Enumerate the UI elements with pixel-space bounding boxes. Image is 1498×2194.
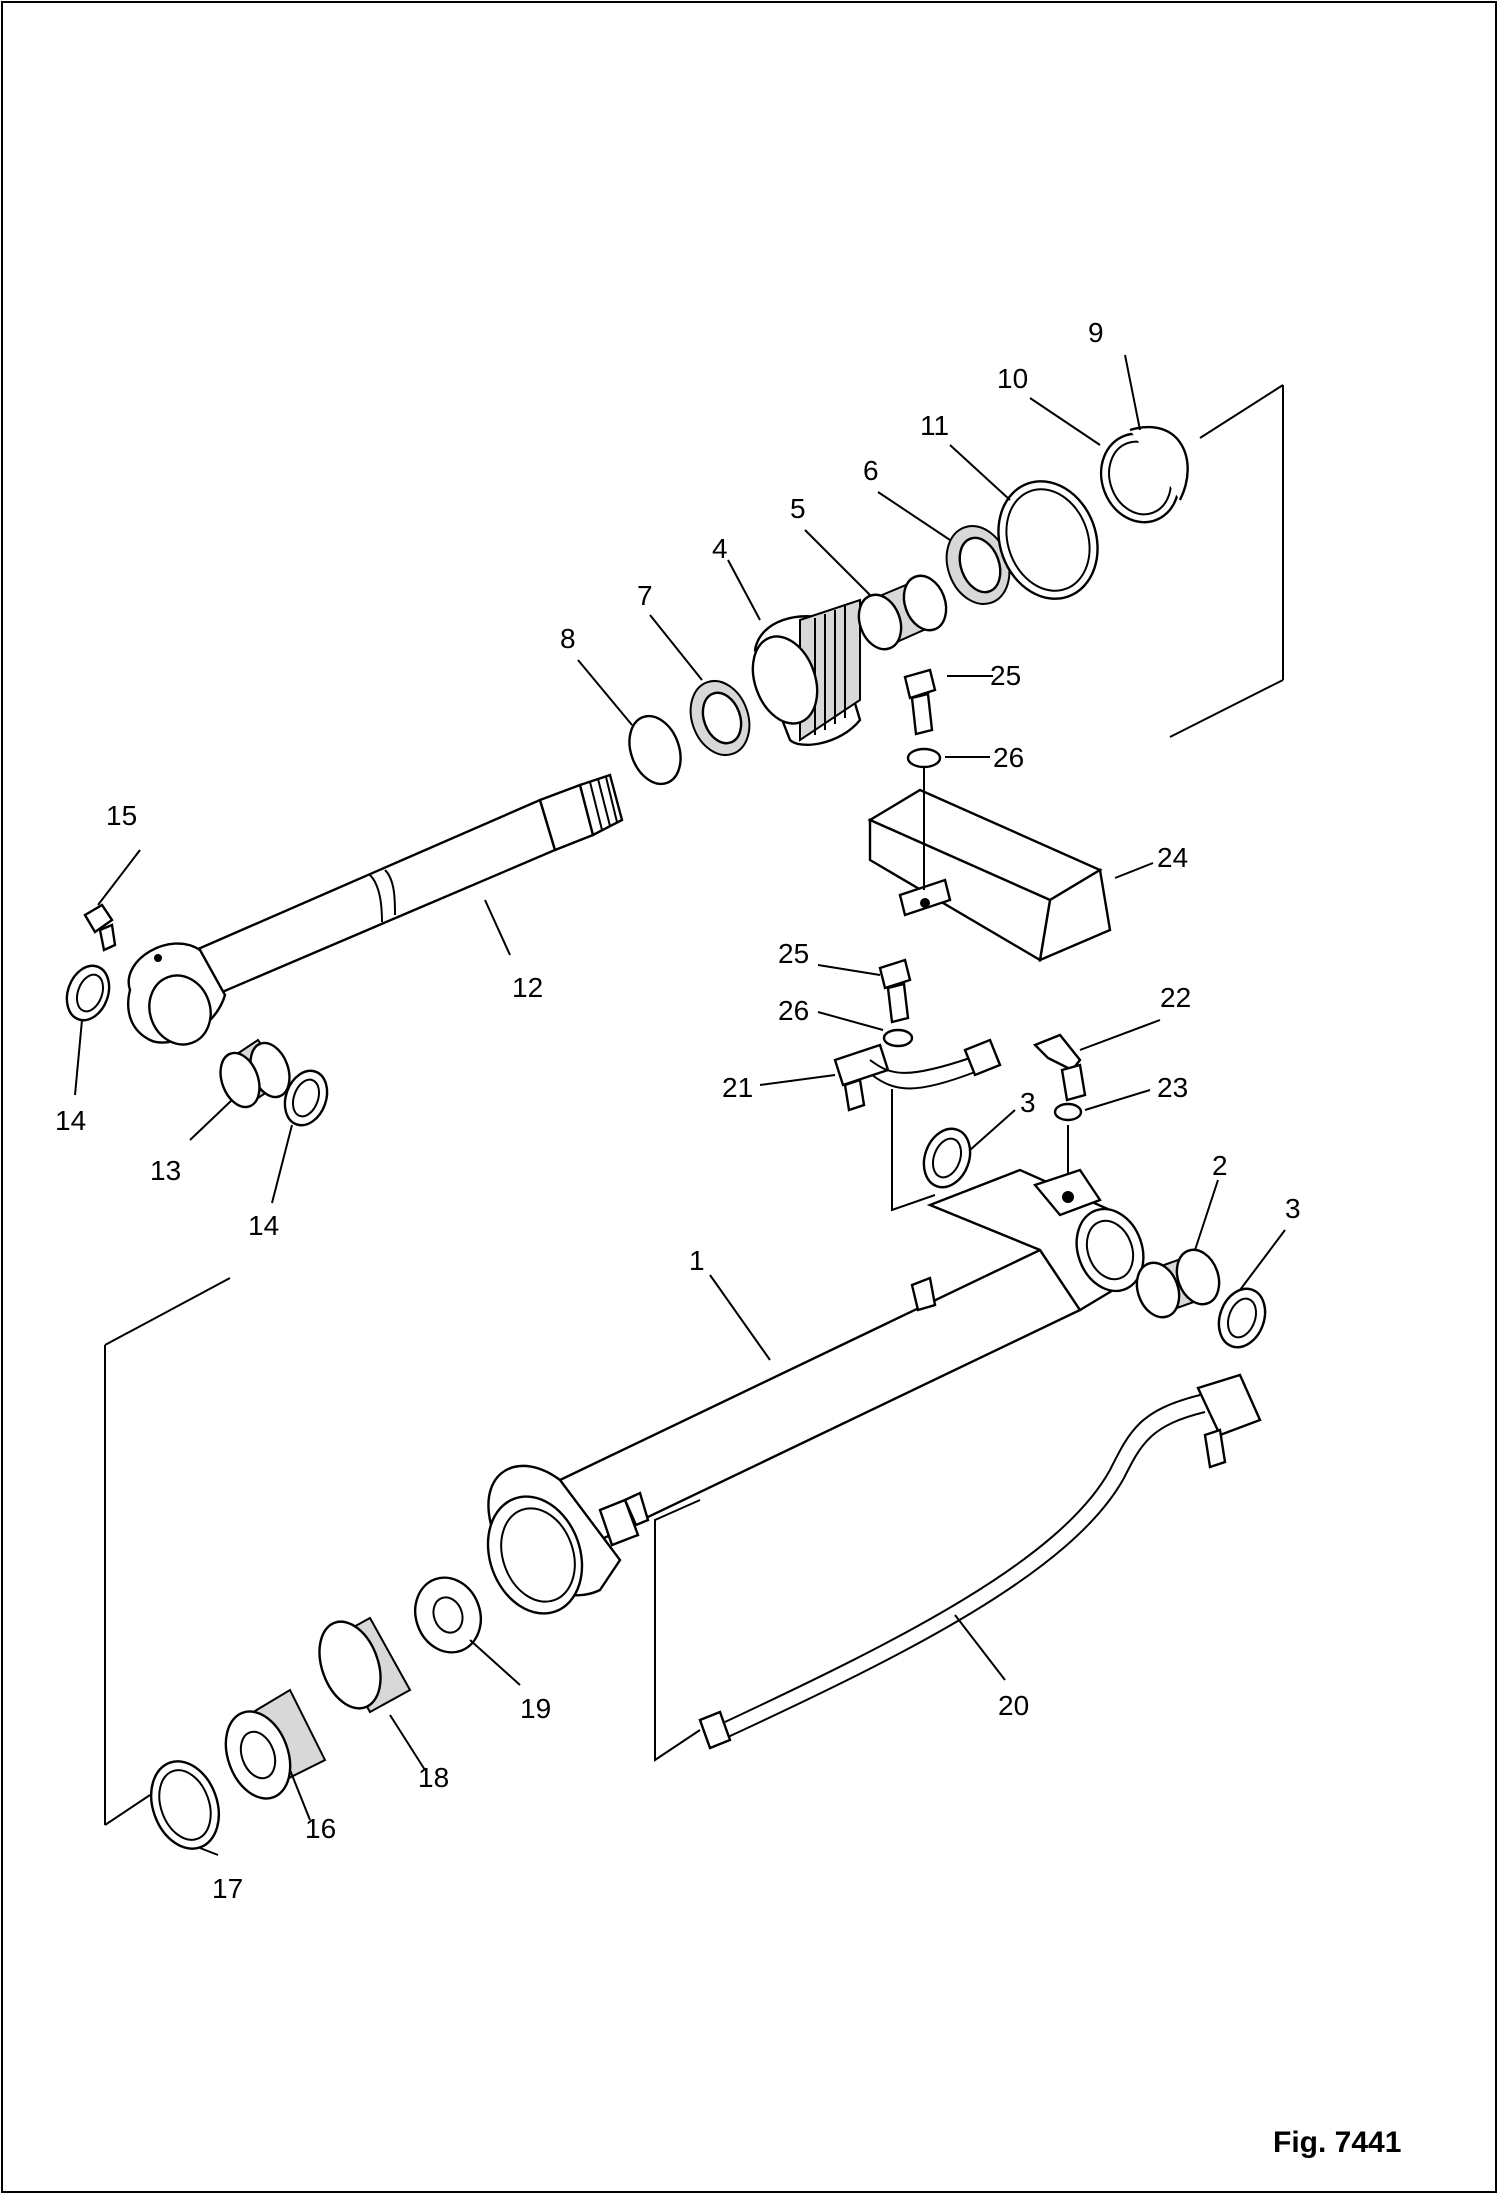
piston-rod-drawing — [127, 773, 624, 1046]
callout-18: 18 — [418, 1762, 449, 1793]
bushing-2-drawing — [1135, 1248, 1221, 1319]
assembly-connector-lines — [891, 1089, 936, 1212]
wear-ring-18-drawing — [318, 1616, 412, 1714]
figure-caption: Fig. 7441 — [1273, 2126, 1401, 2159]
bushing-13-drawing — [219, 1038, 291, 1109]
dust-seal-3-upper-drawing — [922, 1127, 972, 1189]
o-ring-23-drawing — [1053, 1102, 1083, 1122]
callout-9: 9 — [1088, 317, 1104, 348]
callout-21: 21 — [722, 1072, 753, 1103]
callout-22: 22 — [1160, 982, 1191, 1013]
callout-13: 13 — [150, 1155, 181, 1186]
callout-26-lower: 26 — [778, 995, 809, 1026]
callout-25-upper: 25 — [990, 660, 1021, 691]
grease-fitting-drawing — [83, 903, 117, 952]
piston-ring-17-drawing — [150, 1760, 220, 1850]
callout-12: 12 — [512, 972, 543, 1003]
callout-19: 19 — [520, 1693, 551, 1724]
callout-14-right: 14 — [248, 1210, 279, 1241]
o-ring-11-drawing — [997, 480, 1099, 600]
cylinder-tube-1-drawing — [486, 1168, 1145, 1615]
dust-seal-right-drawing — [283, 1069, 329, 1127]
callout-3-upper: 3 — [1020, 1087, 1036, 1118]
callout-16: 16 — [305, 1813, 336, 1844]
snap-ring-8-drawing — [628, 714, 682, 786]
callout-labels: 1 2 3 3 4 5 6 7 8 9 10 11 12 13 14 14 15… — [55, 317, 1301, 1904]
callout-6: 6 — [863, 455, 879, 486]
callout-15: 15 — [106, 800, 137, 831]
assembly-bracket-lower — [104, 1277, 701, 1826]
piston-16-drawing — [224, 1688, 327, 1800]
washer-26-upper-drawing — [906, 747, 942, 769]
callout-26-upper: 26 — [993, 742, 1024, 773]
callout-7: 7 — [637, 580, 653, 611]
callout-2: 2 — [1212, 1150, 1228, 1181]
callout-5: 5 — [790, 493, 806, 524]
tube-20-drawing — [698, 1373, 1262, 1750]
callout-1: 1 — [689, 1245, 705, 1276]
dust-seal-7-drawing — [689, 680, 751, 756]
callout-24: 24 — [1157, 842, 1188, 873]
leader-lines — [74, 354, 1286, 1856]
callout-8: 8 — [560, 623, 576, 654]
callout-20: 20 — [998, 1690, 1029, 1721]
nut-19-drawing — [414, 1576, 482, 1654]
callout-4: 4 — [712, 533, 728, 564]
callout-23: 23 — [1157, 1072, 1188, 1103]
bolt-25-upper-drawing — [903, 668, 937, 736]
callout-14-left: 14 — [55, 1105, 86, 1136]
assembly-bracket-upper — [1169, 384, 1284, 738]
rod-packing-6-drawing — [945, 525, 1011, 605]
dust-seal-left-drawing — [65, 964, 111, 1022]
callout-10: 10 — [997, 363, 1028, 394]
callout-25-lower: 25 — [778, 938, 809, 969]
tube-21-drawing — [833, 1038, 1002, 1112]
callout-17: 17 — [212, 1873, 243, 1904]
callout-3-right: 3 — [1285, 1193, 1301, 1224]
dust-seal-3-right-drawing — [1217, 1287, 1267, 1349]
elbow-22-drawing — [1032, 1033, 1087, 1102]
cover-24-drawing — [867, 788, 1112, 962]
bushing-5-drawing — [857, 574, 948, 651]
snap-ring-9-drawing — [1129, 425, 1189, 501]
bolt-25-lower-drawing — [878, 958, 912, 1024]
cylinder-head-4-drawing — [751, 598, 862, 747]
washer-26-lower-drawing — [882, 1028, 914, 1048]
callout-11: 11 — [920, 410, 949, 441]
